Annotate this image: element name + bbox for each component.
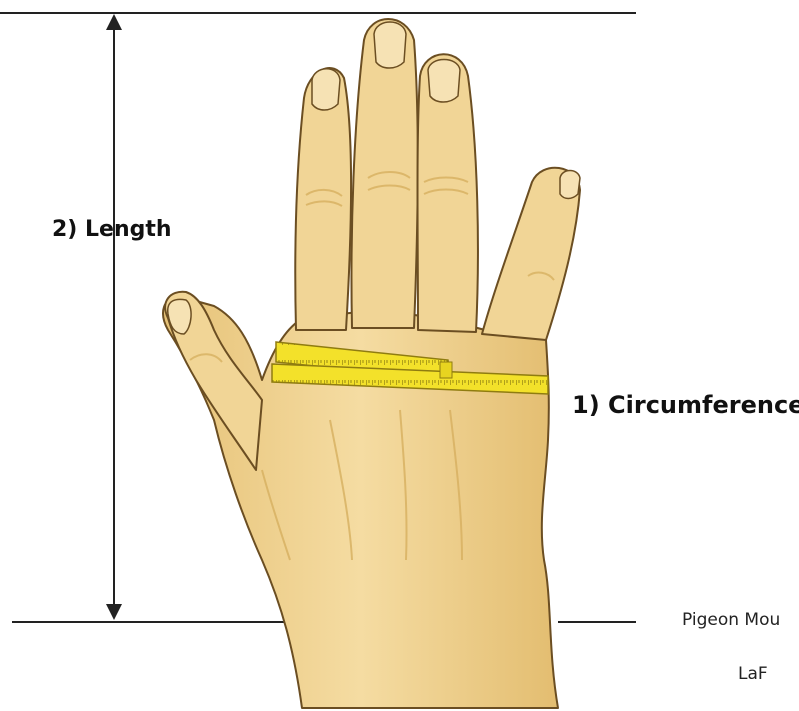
credit-text-line-1: Pigeon Mou xyxy=(682,610,780,630)
circumference-label: 1) Circumference xyxy=(572,391,799,419)
tape-end xyxy=(440,362,452,378)
length-label: 2) Length xyxy=(52,217,172,242)
index-nail xyxy=(312,69,340,110)
credit-text-line-2: LaF xyxy=(738,664,768,684)
pinky-nail xyxy=(560,171,580,199)
ring-nail xyxy=(428,60,460,103)
middle-nail xyxy=(374,22,406,68)
